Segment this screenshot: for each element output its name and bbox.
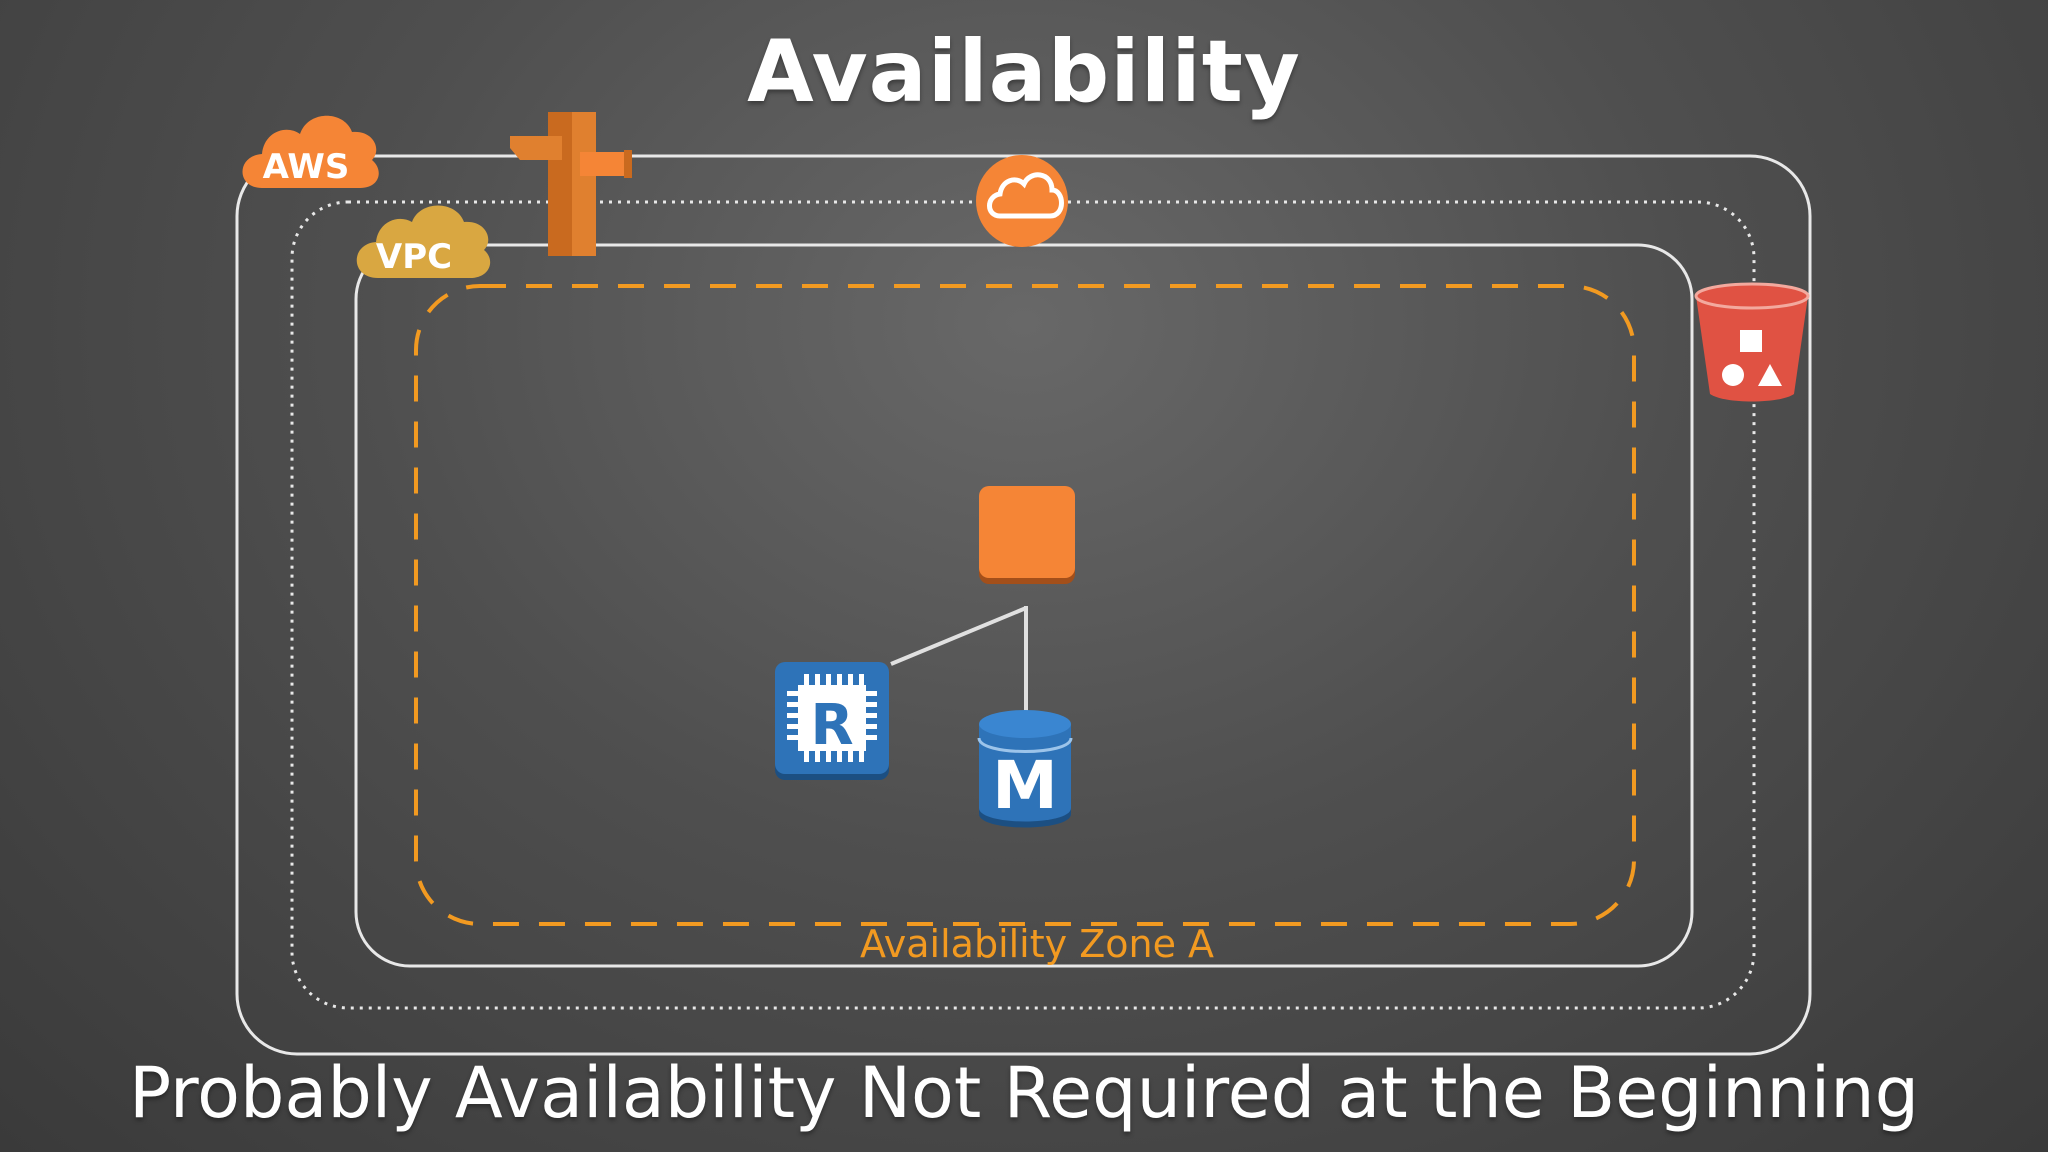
vpc-badge-label: VPC bbox=[376, 237, 452, 277]
availability-zone-label: Availability Zone A bbox=[860, 922, 1215, 966]
s3-bucket-icon bbox=[1694, 282, 1810, 402]
slide-title: Availability bbox=[747, 22, 1301, 122]
rds-replica-letter: R bbox=[810, 693, 853, 758]
aws-badge: AWS bbox=[242, 115, 379, 188]
slide-caption: Probably Availability Not Required at th… bbox=[128, 1052, 1920, 1134]
ec2-instance-icon bbox=[979, 486, 1075, 584]
vpc-badge: VPC bbox=[356, 205, 491, 278]
vpc-boundary bbox=[354, 243, 1694, 968]
rds-master-database-icon: M bbox=[977, 710, 1073, 828]
availability-zone-boundary bbox=[414, 284, 1636, 926]
aws-badge-label: AWS bbox=[263, 147, 350, 187]
rds-replica-chip-icon: R bbox=[775, 662, 889, 780]
cloud-icon bbox=[976, 155, 1068, 247]
region-boundary bbox=[290, 200, 1756, 1010]
rds-master-letter: M bbox=[992, 747, 1058, 824]
aws-cloud-boundary bbox=[235, 154, 1812, 1056]
route53-signpost-icon bbox=[510, 112, 632, 256]
connector-ec2-to-replica bbox=[890, 606, 1027, 666]
